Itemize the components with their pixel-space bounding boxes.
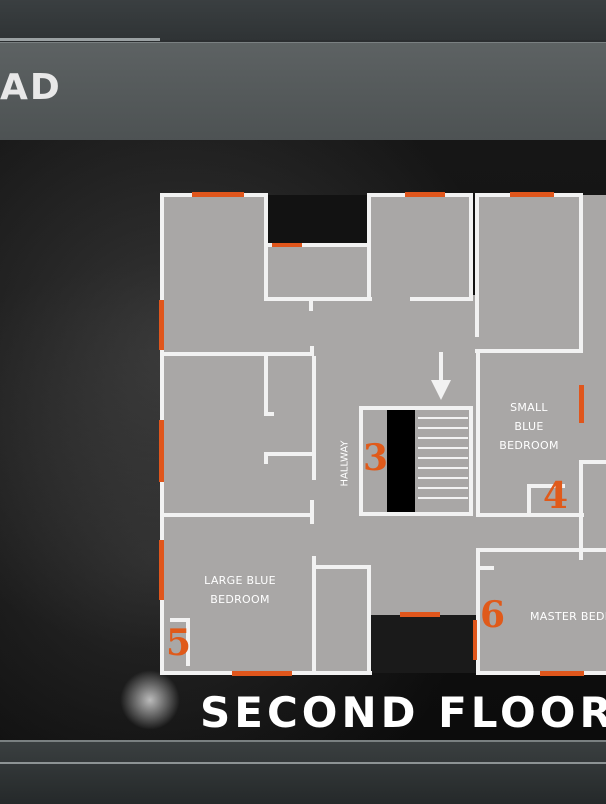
wall-g: [309, 299, 313, 311]
wall-k: [264, 412, 274, 416]
top-divider: [0, 38, 160, 41]
wall-notch-top: [264, 243, 369, 247]
window: [272, 243, 302, 247]
wall-m: [264, 452, 268, 464]
wall-o: [160, 513, 314, 517]
label-line: BEDROOM: [210, 593, 270, 606]
header-title: AD: [0, 67, 62, 108]
wall-t: [469, 406, 473, 516]
window: [232, 671, 292, 676]
wall-c: [367, 247, 371, 301]
wall-b: [264, 297, 372, 301]
wall-v: [476, 349, 480, 517]
wall-i: [310, 346, 314, 356]
bottom-gap: [370, 615, 478, 673]
wall-ad: [367, 565, 371, 675]
wall-d: [410, 297, 472, 301]
wall-u: [475, 349, 583, 353]
marker-6: 6: [480, 594, 506, 636]
footer-bar: [0, 740, 606, 804]
wall-af: [476, 548, 606, 552]
window: [540, 671, 584, 676]
window: [405, 192, 445, 197]
wall-j: [264, 356, 268, 416]
label-line: BEDROOM: [499, 439, 559, 452]
marker-5: 5: [166, 622, 192, 664]
light-glare: [120, 670, 180, 730]
wall-ai: [480, 566, 494, 570]
marker-4: 4: [543, 475, 569, 517]
down-arrow-icon: [431, 352, 451, 400]
wall-q: [359, 406, 473, 410]
wall-s: [359, 512, 473, 516]
wall-n: [264, 452, 312, 456]
floor-areas: [162, 195, 606, 673]
wall-r: [359, 406, 363, 516]
wall-notch-left: [264, 193, 268, 247]
windows: [159, 192, 584, 676]
wall-ab: [312, 556, 316, 674]
wall-e: [469, 193, 473, 301]
floor-outer: [162, 195, 606, 673]
footer-divider: [0, 762, 606, 764]
window: [159, 420, 164, 482]
wall-ag: [170, 618, 190, 622]
master-bedroom-label: MASTER BEDRO: [530, 610, 606, 623]
window: [159, 300, 164, 350]
wall-ae: [476, 548, 480, 674]
large-blue-bedroom-label: LARGE BLUE BEDROOM: [190, 571, 290, 609]
wall-a: [264, 247, 268, 299]
label-line: SMALL: [510, 401, 548, 414]
wall-ac: [316, 565, 370, 569]
marker-3: 3: [363, 437, 389, 479]
small-blue-bedroom-label: SMALL BLUE BEDROOM: [490, 398, 568, 455]
stairwell-opening: [387, 410, 415, 512]
wall-aa: [579, 460, 583, 560]
window: [510, 192, 554, 197]
wall-h: [160, 352, 314, 356]
label-line: LARGE BLUE: [204, 574, 276, 587]
wall-notch-right: [367, 193, 371, 247]
label-line: BLUE: [514, 420, 544, 433]
stair-steps: [418, 417, 468, 499]
window: [579, 385, 584, 423]
wall-z: [579, 460, 606, 464]
wall-right-top: [579, 193, 583, 353]
window: [400, 612, 440, 617]
window: [192, 192, 244, 197]
wall-x: [527, 484, 565, 488]
top-gap-2: [471, 195, 477, 295]
top-gap: [265, 195, 369, 245]
wall-p: [310, 500, 314, 524]
wall-l: [312, 356, 316, 480]
wall-ah: [186, 618, 190, 666]
window: [159, 540, 164, 600]
floor-title: SECOND FLOOR: [200, 688, 606, 737]
wall-y: [527, 484, 531, 516]
header-bar: AD: [0, 42, 606, 141]
top-strip: [0, 0, 606, 40]
wall-f: [475, 197, 479, 337]
hallway-label: HALLWAY: [339, 440, 351, 487]
window: [473, 620, 477, 660]
